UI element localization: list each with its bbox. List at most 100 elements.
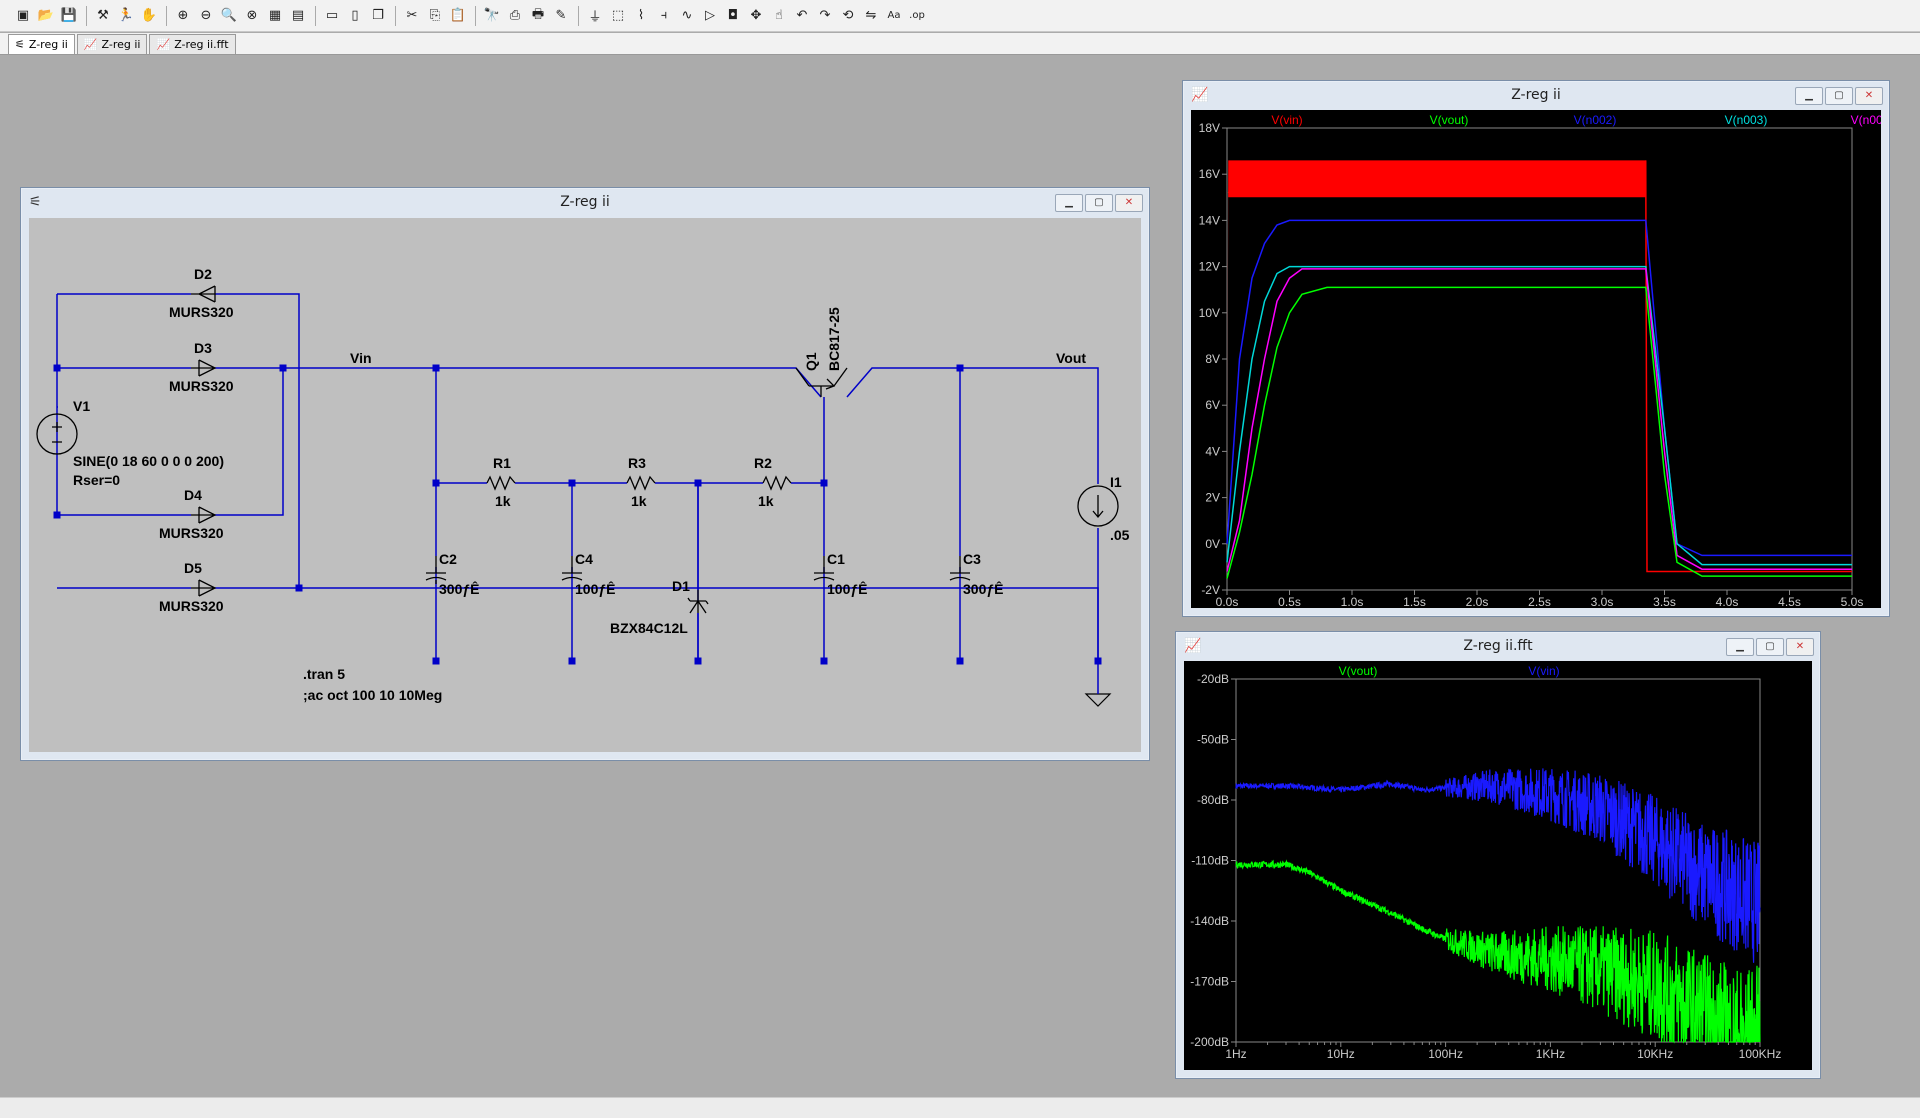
tab-label: Z-reg ii.fft xyxy=(174,38,229,51)
mirror-icon[interactable]: ⇋ xyxy=(865,8,877,23)
y-tick-label: 16V xyxy=(1199,167,1220,181)
x-tick-label: 1Hz xyxy=(1225,1047,1246,1061)
cascade-icon[interactable]: ❐ xyxy=(372,8,384,23)
save-icon[interactable]: 💾 xyxy=(60,8,78,23)
text-icon[interactable]: Aa xyxy=(887,10,901,21)
diode-icon[interactable]: ▷ xyxy=(705,8,715,23)
close-button[interactable]: ✕ xyxy=(1855,87,1883,105)
junction-dot xyxy=(53,364,61,372)
label-icon[interactable]: ⬚ xyxy=(611,8,625,23)
main-toolbar: ▣ 📂 💾 ⚒ 🏃 ✋ ⊕ ⊖ 🔍 ⊗ ▦ ▤ ▭ ▯ ❐ ✂ ⎘ 📋 🔭 ⎙ 🖶 ✎ ⏚ ⬚ ⌇ ⫞ ∿ ▷ ◘ ✥ ☝ ↶ ↷ ⟲ ⇋ Aa .op xyxy=(0,0,1920,32)
tab-waveform[interactable]: 📈Z-reg ii xyxy=(76,34,148,54)
spice-directive-icon[interactable]: .op xyxy=(909,10,925,21)
cut-icon[interactable]: ✂ xyxy=(406,8,418,23)
series-n003 xyxy=(1226,265,1852,566)
minimize-button[interactable]: ▁ xyxy=(1055,194,1083,212)
run-icon[interactable]: 🏃 xyxy=(117,8,135,23)
series-vout xyxy=(1235,859,1761,1044)
move-icon[interactable]: ✥ xyxy=(750,8,762,23)
redo-icon[interactable]: ↷ xyxy=(819,8,831,23)
x-tick-label: 1.5s xyxy=(1403,595,1426,608)
legend-entry: V(vout) xyxy=(1339,664,1378,678)
close-button[interactable]: ✕ xyxy=(1786,638,1814,656)
zoom-fit-icon[interactable]: 🔍 xyxy=(220,8,238,23)
y-tick-label: 6V xyxy=(1205,398,1220,412)
c2-ref: C2 xyxy=(439,551,457,567)
source-i1-symbol xyxy=(1077,485,1119,527)
legend-entry: V(n004) xyxy=(1851,113,1881,127)
junction-dot xyxy=(432,657,440,665)
minimize-button[interactable]: ▁ xyxy=(1795,87,1823,105)
waveform-icon: 📈 xyxy=(1184,638,1202,654)
print-icon[interactable]: 🖶 xyxy=(531,6,545,22)
diode-d3-symbol xyxy=(191,359,217,377)
maximize-button[interactable]: ▢ xyxy=(1825,87,1853,105)
schematic-icon: ⚟ xyxy=(15,38,25,51)
fft-window[interactable]: 📈 Z-reg ii.fft ▁ ▢ ✕ -20dB-50dB-80dB-110… xyxy=(1175,631,1821,1079)
paste-icon[interactable]: 📋 xyxy=(449,8,467,23)
c3-ref: C3 xyxy=(963,551,981,567)
resistor-icon[interactable]: ⌇ xyxy=(637,8,645,23)
legend-entry: V(vout) xyxy=(1430,113,1469,127)
new-schematic-icon[interactable]: ▣ xyxy=(16,8,30,23)
waveform-icon: 📈 xyxy=(1191,87,1209,103)
tile-horizontal-icon[interactable]: ▭ xyxy=(325,8,339,23)
schematic-window[interactable]: ⚟ Z-reg ii ▁ ▢ ✕ xyxy=(20,187,1150,761)
copy-icon[interactable]: ⎘ xyxy=(429,8,441,23)
schematic-canvas[interactable]: D2 MURS320 D3 MURS320 D4 MURS320 D5 MURS… xyxy=(29,218,1141,752)
zener-d1-symbol xyxy=(687,590,709,614)
y-tick-label: -2V xyxy=(1201,583,1220,597)
close-button[interactable]: ✕ xyxy=(1115,194,1143,212)
find-icon[interactable]: 🔭 xyxy=(483,8,501,23)
minimize-button[interactable]: ▁ xyxy=(1726,638,1754,656)
x-tick-label: 2.0s xyxy=(1466,595,1489,608)
q1-value: BC817-25 xyxy=(826,307,842,371)
d5-value: MURS320 xyxy=(159,598,224,614)
grid-icon[interactable]: ▤ xyxy=(291,8,305,23)
y-tick-label: 8V xyxy=(1205,352,1220,366)
component-icon[interactable]: ◘ xyxy=(727,8,739,23)
capacitor-icon[interactable]: ⫞ xyxy=(660,8,668,23)
diodes xyxy=(191,285,709,614)
junction-dot xyxy=(568,479,576,487)
inductor-icon[interactable]: ∿ xyxy=(681,8,693,23)
maximize-button[interactable]: ▢ xyxy=(1756,638,1784,656)
toolbar-separator xyxy=(86,5,87,26)
zoom-reset-icon[interactable]: ⊗ xyxy=(246,8,258,23)
tab-schematic[interactable]: ⚟Z-reg ii xyxy=(8,34,75,54)
wire-icon[interactable]: ✎ xyxy=(555,8,567,23)
junction-dot xyxy=(694,479,702,487)
control-panel-icon[interactable]: ⚒ xyxy=(97,8,109,23)
zoom-out-icon[interactable]: ⊖ xyxy=(200,8,212,23)
rotate-icon[interactable]: ⟲ xyxy=(842,8,854,23)
d5-ref: D5 xyxy=(184,560,202,576)
d3-value: MURS320 xyxy=(169,378,234,394)
x-tick-label: 1KHz xyxy=(1536,1047,1565,1061)
tab-fft[interactable]: 📈Z-reg ii.fft xyxy=(149,34,236,54)
halt-icon[interactable]: ✋ xyxy=(140,8,158,23)
undo-icon[interactable]: ↶ xyxy=(796,8,808,23)
x-tick-label: 4.0s xyxy=(1716,595,1739,608)
y-tick-label: 14V xyxy=(1199,213,1220,227)
drag-icon[interactable]: ☝ xyxy=(775,8,783,23)
zoom-in-icon[interactable]: ⊕ xyxy=(177,8,189,23)
resistor-r3-symbol xyxy=(626,475,656,491)
maximize-button[interactable]: ▢ xyxy=(1085,194,1113,212)
autorange-icon[interactable]: ▦ xyxy=(268,8,282,23)
v1-rser: Rser=0 xyxy=(73,472,120,488)
toolbar-separator xyxy=(578,5,579,26)
open-icon[interactable]: 📂 xyxy=(37,8,55,23)
series-vin xyxy=(1645,160,1852,573)
ground-icon[interactable]: ⏚ xyxy=(588,10,602,25)
print-preview-icon[interactable]: ⎙ xyxy=(509,8,521,23)
spice-directive-ac[interactable]: ;ac oct 100 10 10Meg xyxy=(303,687,442,703)
window-title: Z-reg ii xyxy=(560,194,610,210)
tile-vertical-icon[interactable]: ▯ xyxy=(351,8,359,23)
r2-ref: R2 xyxy=(754,455,772,471)
legend-entry: V(n003) xyxy=(1725,113,1768,127)
r3-ref: R3 xyxy=(628,455,646,471)
spice-directive-tran[interactable]: .tran 5 xyxy=(303,666,345,682)
